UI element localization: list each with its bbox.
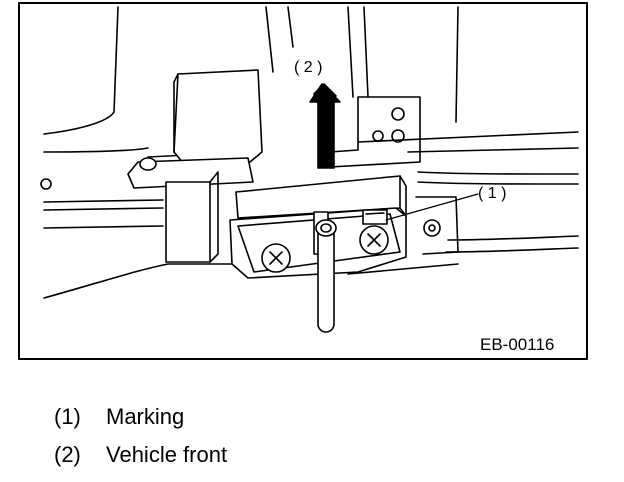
legend-number: (1) (54, 404, 81, 429)
illustration-panel: ( 2 ) ( 1 ) EB-00116 (18, 2, 588, 360)
legend-text: Vehicle front (106, 442, 228, 467)
left-block (127, 69, 263, 263)
marking-leader-line (385, 193, 479, 221)
legend-item: (2) Vehicle front (54, 436, 227, 474)
sensor-unit (229, 175, 407, 333)
figure-code: EB-00116 (480, 335, 554, 354)
legend-number: (2) (54, 442, 81, 467)
legend: (1) Marking (2) Vehicle front (54, 398, 227, 474)
legend-item: (1) Marking (54, 398, 227, 436)
callout-2-label: ( 2 ) (294, 59, 322, 76)
right-bracket (329, 96, 459, 255)
callout-1-label: ( 1 ) (478, 185, 506, 202)
legend-text: Marking (106, 404, 185, 429)
figure-frame (18, 2, 588, 360)
